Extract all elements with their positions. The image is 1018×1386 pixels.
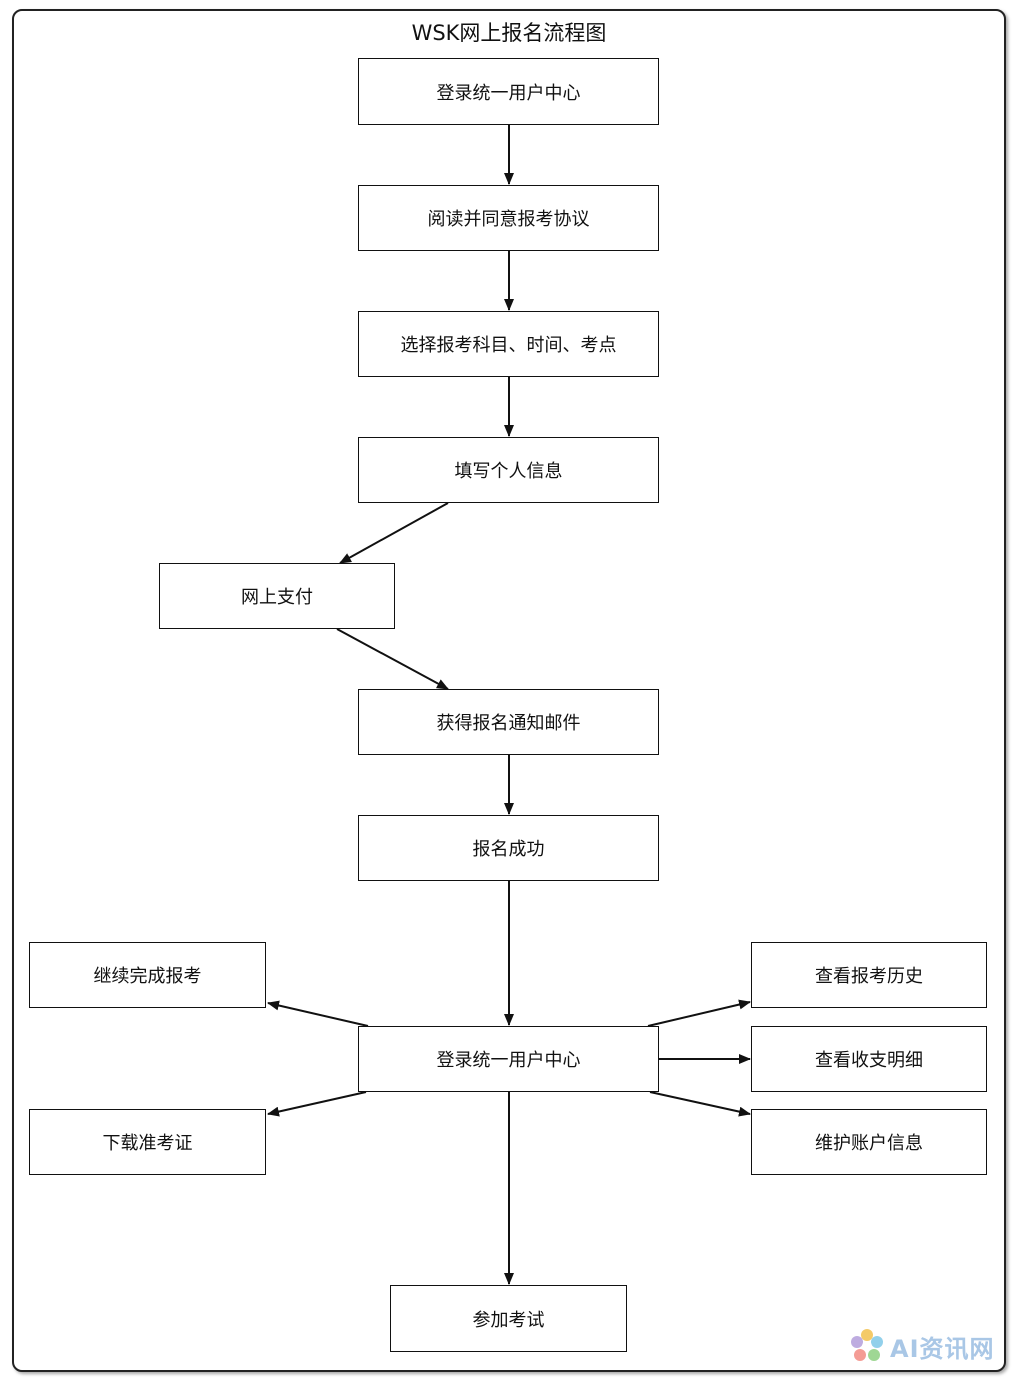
flower-logo-icon [851,1329,883,1361]
arrow-pay-to-email [336,628,449,690]
option-download-admission-ticket: 下载准考证 [29,1109,266,1175]
arrow-login-to-download [267,1091,367,1117]
step-login-user-center-again: 登录统一用户中心 [358,1026,659,1092]
step-login-user-center: 登录统一用户中心 [358,58,659,125]
diagram-title: WSK网上报名流程图 [411,21,607,45]
option-continue-registration: 继续完成报考 [29,942,266,1008]
option-maintain-account-info: 维护账户信息 [751,1109,987,1175]
step-fill-personal-info: 填写个人信息 [358,437,659,503]
arrow-login-to-history [647,999,751,1027]
watermark-text: AI资讯网 [890,1334,995,1363]
arrow-login-to-account [649,1091,751,1117]
step-receive-notification-email: 获得报名通知邮件 [358,689,659,755]
step-read-agree-protocol: 阅读并同意报考协议 [358,185,659,251]
option-view-payment-details: 查看收支明细 [751,1026,987,1092]
step-registration-success: 报名成功 [358,815,659,881]
arrow-login-to-continue [267,1000,369,1027]
step-online-payment: 网上支付 [159,563,395,629]
arrow-fill-to-pay [339,502,449,564]
step-select-subject-time-site: 选择报考科目、时间、考点 [358,311,659,377]
watermark: AI资讯网 [848,1326,1004,1366]
step-take-exam: 参加考试 [390,1285,627,1352]
option-view-registration-history: 查看报考历史 [751,942,987,1008]
